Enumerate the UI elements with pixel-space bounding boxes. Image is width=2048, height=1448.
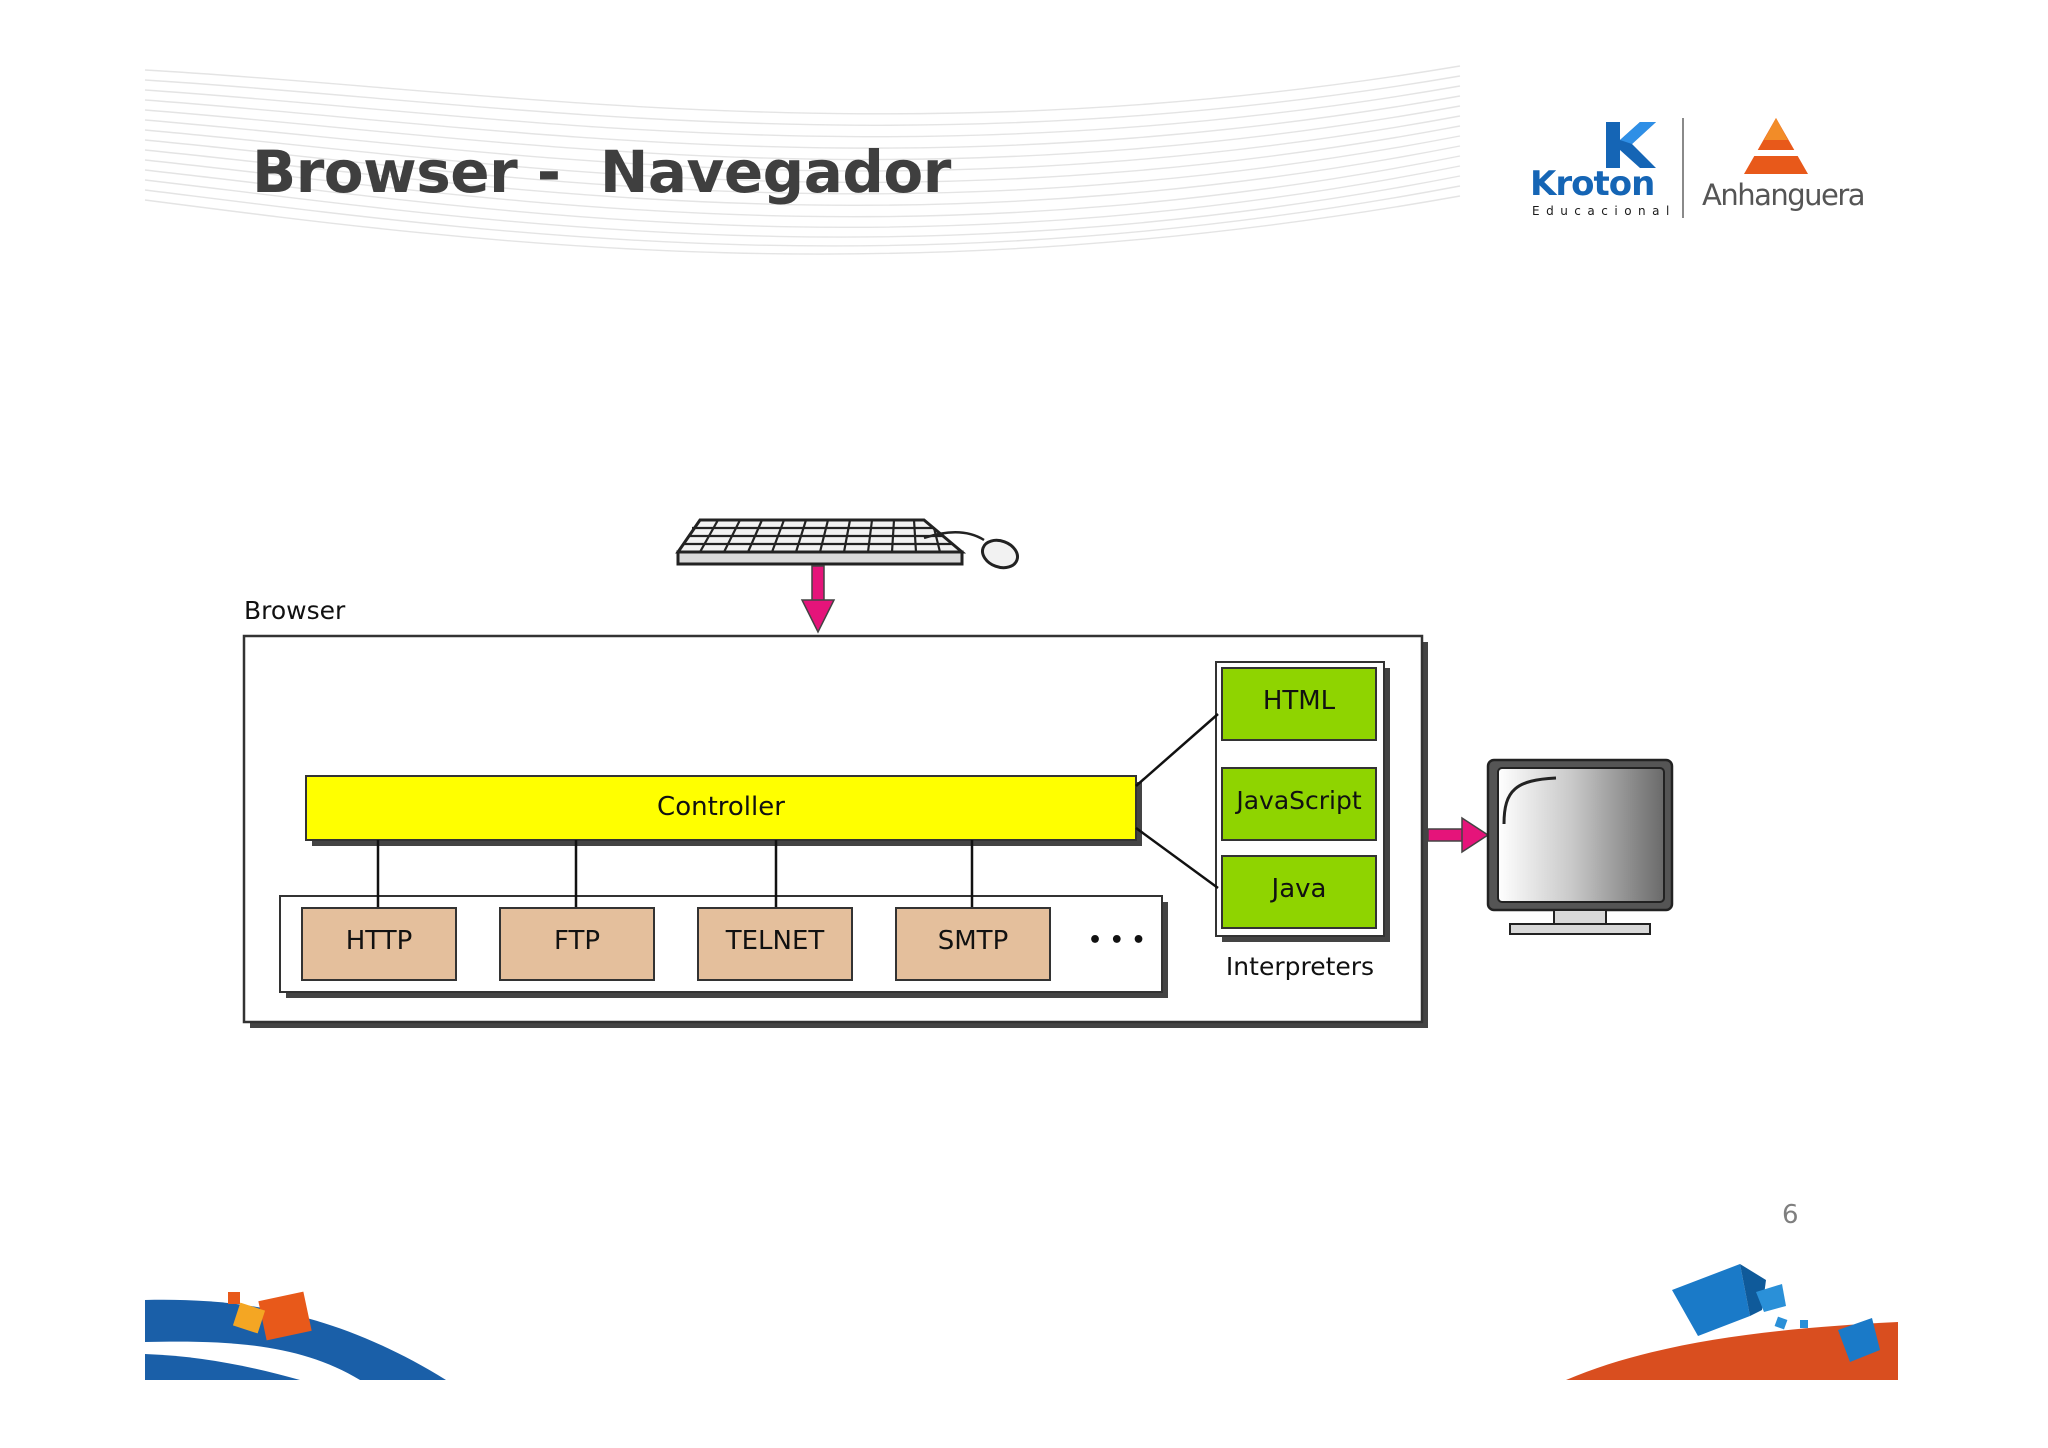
protocols-more-ellipsis: • • •	[1088, 928, 1146, 953]
protocol-label-http: HTTP	[345, 926, 413, 956]
protocol-boxes	[301, 907, 1051, 981]
interpreters-label: Interpreters	[1225, 952, 1375, 981]
interpreter-box-javascript	[1221, 767, 1377, 841]
display-output-arrow	[1427, 816, 1490, 854]
monitor-icon	[1486, 758, 1674, 935]
kroton-k-logo-icon	[1606, 122, 1656, 168]
protocol-box-ftp	[499, 907, 655, 981]
slide-title: Browser - Navegador	[252, 138, 951, 206]
keyboard-input-arrow	[800, 565, 836, 634]
mouse-icon	[981, 538, 1019, 570]
anhanguera-triangle-logo-icon	[1744, 118, 1808, 174]
logo-divider	[1682, 118, 1684, 218]
interpreter-box-java	[1221, 855, 1377, 929]
protocol-box-smtp	[895, 907, 1051, 981]
interpreter-label-javascript: JavaScript	[1236, 786, 1362, 815]
controller-box	[305, 775, 1137, 841]
header-swoosh-decoration	[144, 65, 1461, 255]
logo-area: Kroton Educacional Anhanguera	[1530, 112, 1866, 222]
interpreter-box-html	[1221, 667, 1377, 741]
kroton-logo-text: Kroton	[1530, 164, 1655, 204]
interpreter-label-java: Java	[1271, 874, 1327, 904]
protocol-label-ftp: FTP	[553, 926, 601, 956]
page-number: 6	[1782, 1200, 1799, 1230]
bottom-right-decoration	[1566, 1264, 1898, 1380]
kroton-logo-subtitle: Educacional	[1532, 204, 1676, 218]
protocol-box-telnet	[697, 907, 853, 981]
interpreter-label-html: HTML	[1262, 686, 1336, 716]
controller-label: Controller	[657, 792, 785, 822]
protocol-label-smtp: SMTP	[937, 926, 1009, 956]
protocol-label-telnet: TELNET	[725, 926, 825, 956]
anhanguera-logo-text: Anhanguera	[1702, 178, 1866, 212]
protocol-box-http	[301, 907, 457, 981]
browser-label: Browser	[244, 596, 346, 625]
bottom-left-decoration	[145, 1291, 446, 1380]
keyboard-icon	[675, 518, 985, 566]
interpreter-boxes	[1221, 667, 1377, 929]
